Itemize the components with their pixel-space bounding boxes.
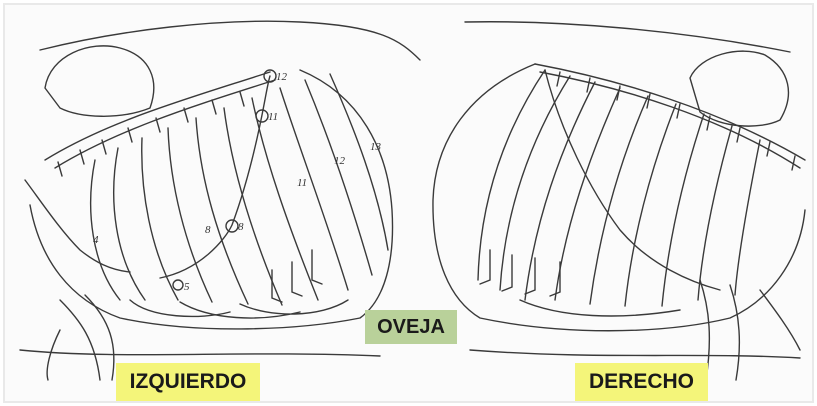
rib-number: 4 [93, 234, 99, 246]
rib-number: 8 [205, 224, 211, 236]
rib-number: 13 [370, 141, 382, 153]
circle-number: 12 [276, 71, 288, 83]
rib-number: 11 [297, 177, 307, 189]
right-side-label: DERECHO [575, 363, 708, 401]
species-label: OVEJA [365, 310, 457, 344]
left-side-label: IZQUIERDO [116, 363, 260, 401]
circle-number: 5 [184, 281, 190, 293]
circle-number: 11 [268, 111, 278, 123]
rib-number: 12 [334, 155, 346, 167]
circle-number: 8 [238, 221, 244, 233]
